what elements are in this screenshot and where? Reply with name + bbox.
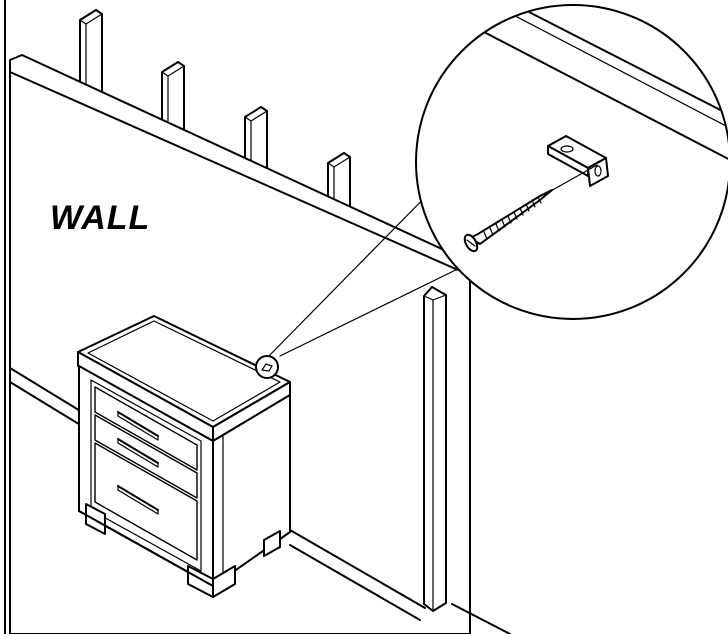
wall-label: WALL: [50, 199, 151, 237]
drawer-bottom[interactable]: [94, 442, 198, 561]
callout-leader-lines: [262, 179, 471, 363]
l-bracket-icon: [547, 135, 609, 187]
floor-lines: [9, 367, 511, 634]
wall-edge-board: [423, 286, 447, 612]
detail-marker: [255, 355, 279, 379]
screw-icon: [463, 164, 598, 253]
drawer-top[interactable]: [94, 386, 198, 471]
drawers: [94, 386, 198, 561]
drawer-middle[interactable]: [94, 414, 198, 499]
